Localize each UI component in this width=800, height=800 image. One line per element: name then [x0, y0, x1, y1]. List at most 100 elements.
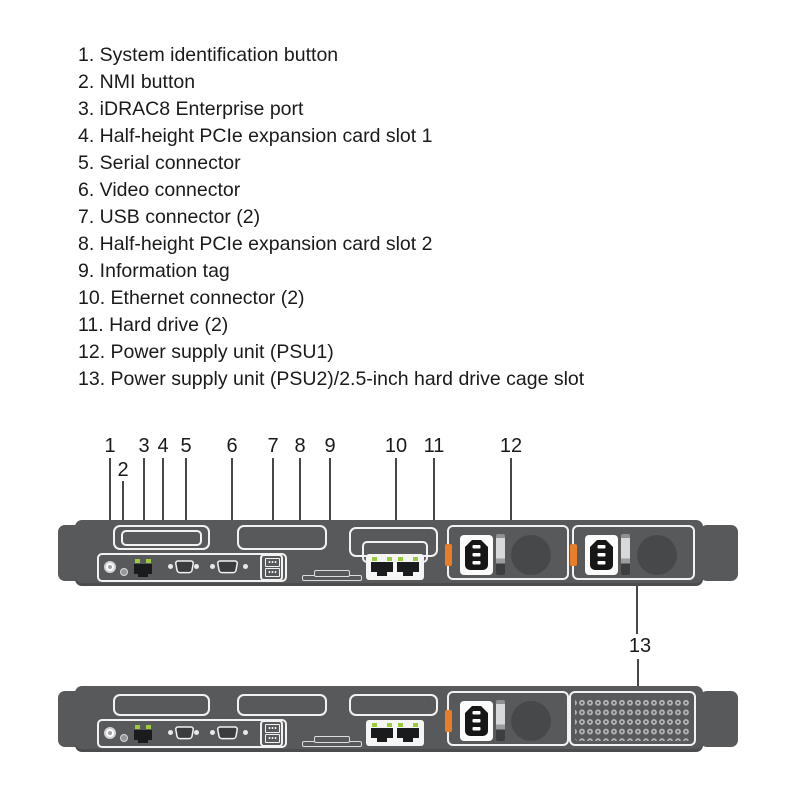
nmi-button: [120, 734, 128, 742]
usb-port-1: [265, 724, 280, 733]
ethernet-port-2: [397, 723, 419, 743]
ethernet-jack-tab: [403, 738, 413, 742]
ethernet-port-1: [371, 723, 393, 743]
usb-connectors: [260, 720, 283, 747]
video-connector: [217, 560, 238, 574]
callout-line-4: [162, 458, 164, 538]
pcie-slot-1: [113, 694, 210, 716]
callout-line-5: [185, 458, 187, 559]
ethernet-ports: [366, 720, 424, 746]
psu2-fan: [637, 535, 677, 575]
ethernet-led-icon: [387, 723, 392, 727]
callout-line-12: [510, 458, 512, 534]
screw-icon: [194, 564, 199, 569]
usb-port-1: [265, 558, 280, 567]
screw-icon: [210, 730, 215, 735]
legend-item-4: 4. Half-height PCIe expansion card slot …: [78, 125, 433, 147]
idrac-led-icon: [135, 559, 140, 563]
screw-icon: [210, 564, 215, 569]
callout-number-7: 7: [267, 435, 279, 457]
psu1-power-inlet: [460, 535, 493, 575]
ethernet-jack: [371, 728, 393, 738]
io-panel: [97, 553, 287, 582]
screw-icon: [243, 564, 248, 569]
psu1-release-latch: [445, 544, 452, 566]
pcie-slot-2: [237, 694, 327, 716]
callout-line-6: [231, 458, 233, 559]
callout-line-13-lower: [637, 659, 639, 704]
screw-icon: [168, 564, 173, 569]
legend: 1. System identification button 2. NMI b…: [78, 42, 584, 393]
legend-item-2: 2. NMI button: [78, 71, 196, 93]
idrac-jack-tab: [138, 739, 148, 743]
screw-icon: [194, 730, 199, 735]
video-connector: [217, 726, 238, 740]
callout-line-9: [329, 458, 331, 572]
psu2-handle: [621, 534, 630, 575]
legend-item-1: 1. System identification button: [78, 44, 339, 66]
ethernet-led-icon: [387, 557, 392, 561]
idrac-jack: [134, 730, 152, 740]
callout-line-11: [433, 458, 435, 531]
legend-item-12: 12. Power supply unit (PSU1): [78, 341, 334, 363]
drive-cage-slot-panel: [569, 691, 696, 746]
pcie-slot-2: [237, 525, 327, 550]
ethernet-port-2: [397, 557, 419, 577]
legend-item-10: 10. Ethernet connector (2): [78, 287, 305, 309]
right-rack-ear: [700, 691, 738, 747]
screw-icon: [243, 730, 248, 735]
callout-number-1: 1: [104, 435, 116, 457]
psu1-handle: [496, 534, 505, 575]
legend-item-9: 9. Information tag: [78, 260, 230, 282]
callout-number-2: 2: [117, 459, 129, 481]
idrac-jack-tab: [138, 573, 148, 577]
callout-number-13: 13: [628, 635, 652, 657]
callout-line-7: [272, 458, 274, 555]
callout-number-9: 9: [324, 435, 336, 457]
callout-number-5: 5: [180, 435, 192, 457]
callout-number-4: 4: [157, 435, 169, 457]
ethernet-led-icon: [398, 557, 403, 561]
usb-connectors: [260, 554, 283, 581]
usb-pins-icon: [268, 736, 277, 739]
callout-line-10: [395, 458, 397, 543]
legend-item-5: 5. Serial connector: [78, 152, 241, 174]
psu2-power-inlet: [585, 535, 618, 575]
ethernet-port-1: [371, 557, 393, 577]
ethernet-jack-tab: [403, 572, 413, 576]
rear-panel-figure-drive-cage: [58, 684, 740, 756]
c14-inlet-icon: [590, 540, 613, 570]
legend-item-6: 6. Video connector: [78, 179, 241, 201]
ethernet-jack-tab: [377, 738, 387, 742]
psu1-fan: [511, 701, 551, 741]
psu1-handle: [496, 700, 505, 741]
idrac-led-icon: [135, 725, 140, 729]
serial-connector: [175, 726, 194, 740]
psu1: [445, 691, 569, 746]
ethernet-jack-tab: [377, 572, 387, 576]
ethernet-ports: [366, 554, 424, 580]
screw-icon: [168, 730, 173, 735]
idrac-led-icon: [146, 559, 151, 563]
ethernet-jack: [371, 562, 393, 572]
ethernet-jack: [397, 562, 419, 572]
callout-line-8: [299, 458, 301, 536]
psu1-release-latch: [445, 710, 452, 732]
pcie-slot-1: [113, 525, 210, 550]
information-tag-handle: [314, 736, 350, 743]
rear-panel-figure-psu2: [58, 518, 740, 590]
system-id-button: [104, 727, 116, 739]
ethernet-jack: [397, 728, 419, 738]
callout-line-13-upper: [636, 566, 638, 634]
psu1-power-inlet: [460, 701, 493, 741]
callout-number-6: 6: [226, 435, 238, 457]
callout-number-10: 10: [384, 435, 408, 457]
legend-item-13: 13. Power supply unit (PSU2)/2.5-inch ha…: [78, 368, 585, 390]
usb-pins-icon: [268, 726, 277, 729]
callout-number-12: 12: [499, 435, 523, 457]
nmi-button: [120, 568, 128, 576]
legend-item-8: 8. Half-height PCIe expansion card slot …: [78, 233, 433, 255]
psu2-release-latch: [570, 544, 577, 566]
psu1: [445, 525, 569, 580]
